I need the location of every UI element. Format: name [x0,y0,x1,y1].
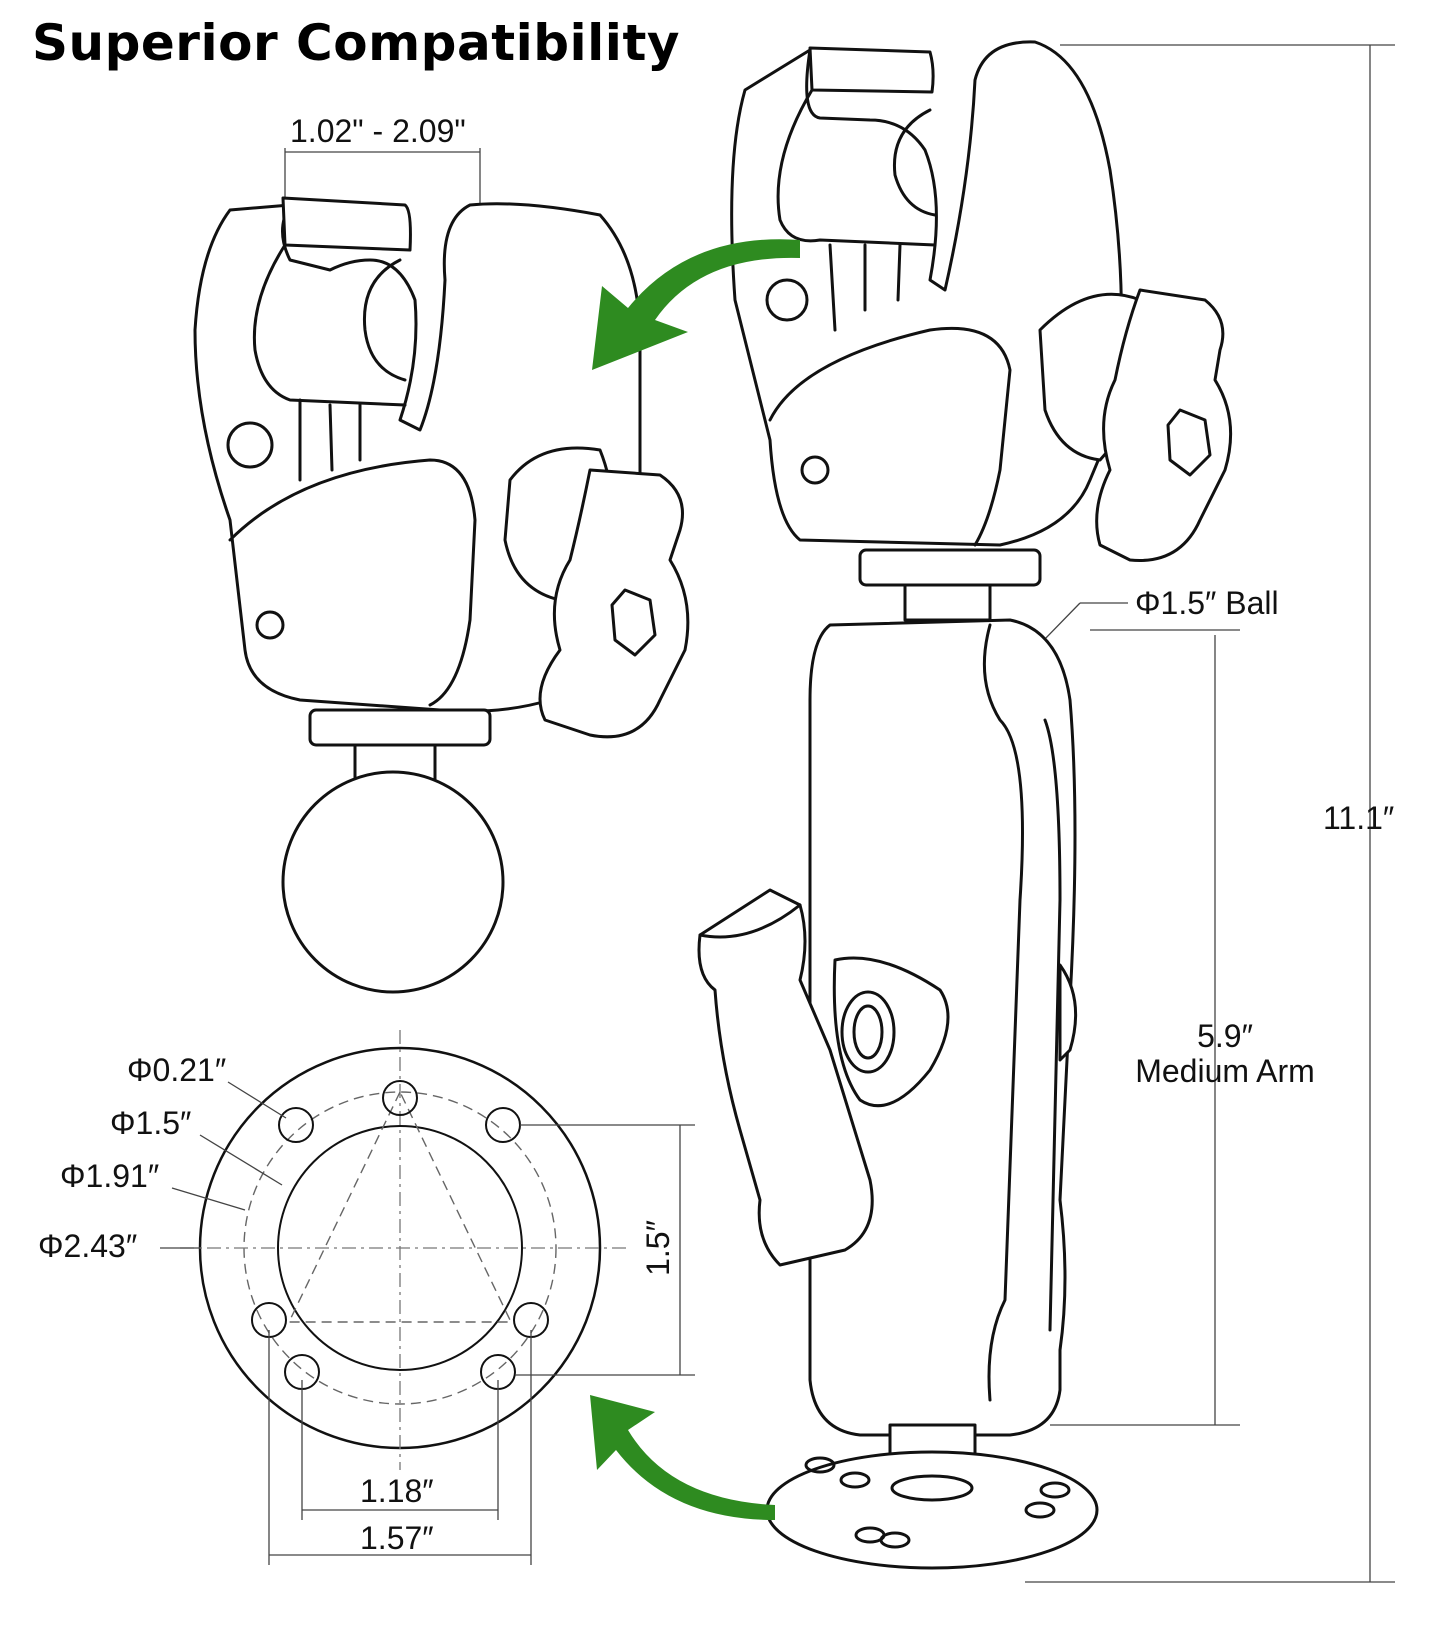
mounting-holes [251,1080,549,1390]
curved-arrow-icon [592,239,800,370]
total-length-label: 11.1″ [1323,800,1395,836]
hole-diameter-label: Φ0.21″ [127,1052,227,1088]
clamp-range-label: 1.02" - 2.09" [290,113,466,149]
curved-arrow-icon [590,1395,775,1520]
hole-spacing-outer-label: 1.57″ [360,1520,434,1556]
page-title: Superior Compatibility [32,14,680,72]
hole-spacing-vertical-label: 1.5″ [639,1220,676,1276]
arm-name-label: Medium Arm [1135,1053,1315,1089]
hole-spacing-inner-label: 1.18″ [360,1473,434,1509]
base-plate-top-view [160,1030,695,1565]
boss-diameter-label: Φ1.91″ [60,1158,160,1194]
right-mount-assembly [697,40,1395,1583]
left-clamp-assembly [193,148,690,994]
bolt-circle-label: Φ1.5″ [110,1105,192,1141]
base-diameter-label: Φ2.43″ [38,1228,138,1264]
ball-diameter-label: Φ1.5″ Ball [1135,585,1279,621]
arm-length-label: 5.9″ [1197,1018,1253,1054]
